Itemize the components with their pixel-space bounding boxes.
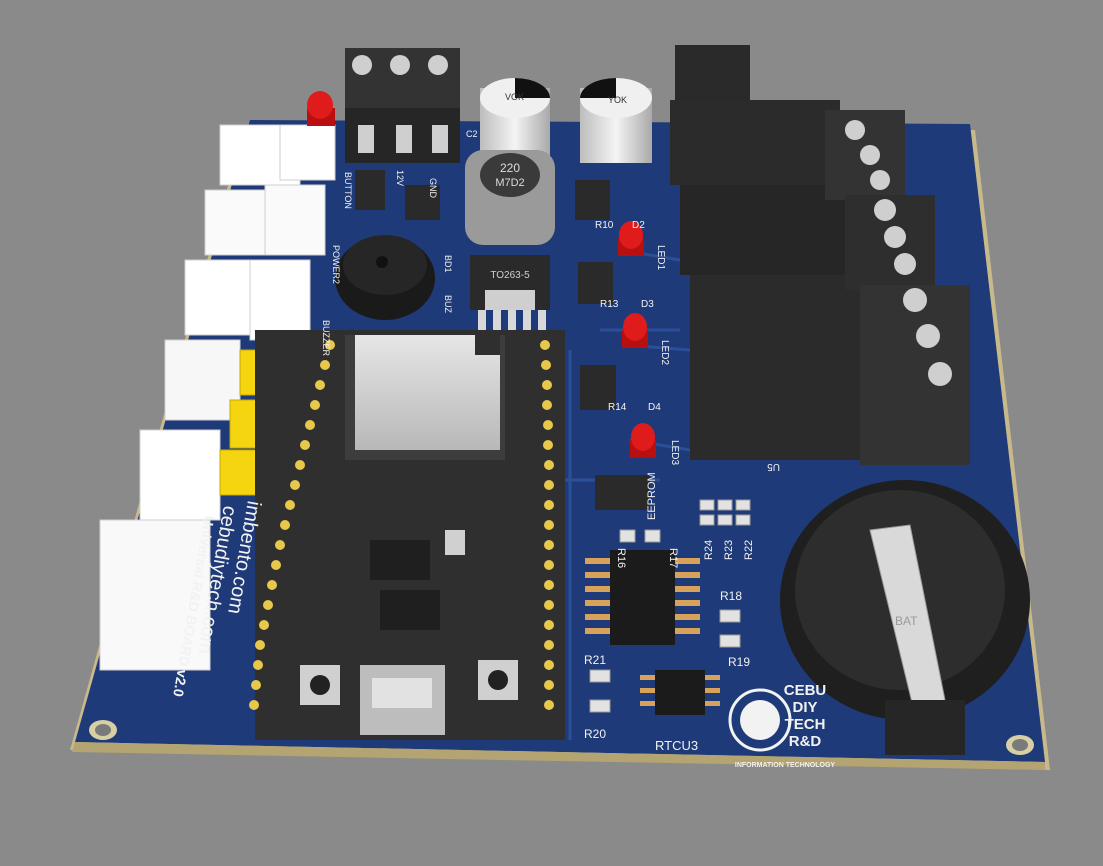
label-buz: BUZ	[443, 295, 453, 314]
logo-line-3: TECH	[785, 716, 826, 733]
cap-right-label: YOK	[608, 95, 627, 105]
cebu-diy-tech-logo: CEBU DIY TECH R&D INFORMATION TECHNOLOGY	[728, 682, 836, 769]
logo-tagline: INFORMATION TECHNOLOGY	[735, 762, 836, 769]
esp32-devkit	[249, 330, 565, 740]
label-c2: C2	[466, 129, 478, 139]
terminal-block-power	[345, 48, 460, 163]
label-led3: LED3	[669, 440, 680, 465]
label-button: BUTTON	[343, 172, 353, 209]
logo-line-4: R&D	[789, 733, 822, 750]
inductor-value-label: 220	[500, 161, 520, 175]
label-gnd: GND	[428, 178, 438, 199]
label-led1: LED1	[655, 245, 666, 270]
eeprom-chip	[595, 475, 650, 510]
smd-resistors	[589, 499, 751, 713]
label-r17: R17	[667, 548, 679, 568]
silkscreen-labels: C2 GND 12V BUTTON POWER2 BD1 BUZ BUZZER …	[321, 129, 780, 753]
buzzer	[335, 235, 435, 320]
label-led2: LED2	[659, 340, 670, 365]
label-r10: R10	[595, 220, 614, 231]
label-r21: R21	[584, 653, 606, 667]
mosfet-group-top	[355, 170, 616, 410]
power-led	[307, 91, 335, 126]
capacitor-right: YOK	[580, 78, 652, 163]
label-bd1: BD1	[443, 255, 453, 273]
label-r13: R13	[600, 299, 619, 310]
screw-terminal-right	[825, 110, 970, 465]
battery-holder: BAT	[780, 480, 1030, 755]
voltage-regulator: TO263-5	[470, 255, 550, 330]
logo-line-2: DIY	[792, 699, 817, 716]
label-d2: D2	[632, 220, 645, 231]
main-ic	[585, 550, 700, 645]
label-r14: R14	[608, 402, 627, 413]
label-r19: R19	[728, 655, 750, 669]
label-r24: R24	[703, 540, 715, 560]
label-rtc: RTCU3	[655, 738, 698, 753]
label-r20: R20	[584, 727, 606, 741]
label-r23: R23	[723, 540, 735, 560]
esp32-pin-headers	[249, 340, 554, 710]
label-r18: R18	[720, 589, 742, 603]
battery-label: BAT	[895, 614, 918, 628]
label-d3: D3	[641, 299, 654, 310]
inductor-code-label: M7D2	[495, 177, 524, 189]
rtc-chip	[640, 670, 720, 715]
label-12v: 12V	[395, 170, 405, 186]
label-u5: U5	[767, 461, 780, 472]
label-buzzer: BUZZER	[321, 320, 331, 357]
logo-line-1: CEBU	[784, 682, 827, 699]
jst-connector-column	[99, 124, 336, 671]
label-r22: R22	[743, 540, 755, 560]
label-r16: R16	[615, 548, 627, 568]
label-d4: D4	[648, 402, 661, 413]
cap-left-label: VOK	[505, 92, 524, 102]
regulator-label: TO263-5	[490, 270, 530, 281]
indicator-leds	[618, 221, 656, 458]
inductor: 220 M7D2	[465, 150, 555, 245]
label-eeprom: EEPROM	[646, 472, 658, 520]
label-power2: POWER2	[331, 245, 341, 284]
